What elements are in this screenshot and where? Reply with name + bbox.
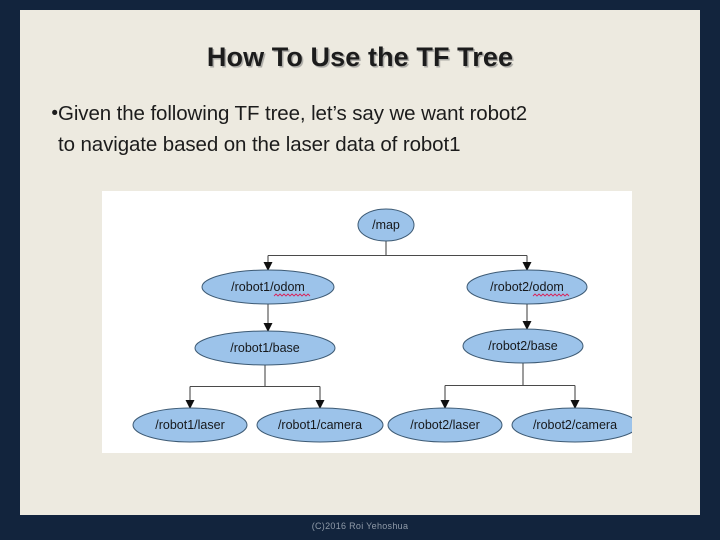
- tf-tree-graph: /map/robot1/odom/robot2/odom/robot1/base…: [132, 208, 632, 443]
- tf-node-ellipse: [357, 208, 415, 242]
- tf-tree-diagram-image: /map/robot1/odom/robot2/odom/robot1/base…: [102, 191, 632, 453]
- tf-node-label: /robot1/camera: [278, 418, 362, 432]
- tf-node-ellipse: [256, 407, 384, 443]
- footer-copyright: (C)2016 Roi Yehoshua: [311, 521, 409, 531]
- edge-arrowhead: [263, 262, 273, 271]
- tf-node-robot2_camera: /robot2/camera: [511, 407, 632, 443]
- node-layer: /map/robot1/odom/robot2/odom/robot1/base…: [132, 208, 632, 443]
- tf-node-label: /robot1/odom: [231, 280, 305, 294]
- edge-arrowhead: [522, 262, 532, 271]
- edge-arrowhead: [570, 400, 580, 409]
- edge-arrowhead: [440, 400, 450, 409]
- tf-node-label: /robot2/base: [488, 339, 558, 353]
- edge-arrowhead: [263, 323, 273, 332]
- tf-node-label: /robot2/odom: [490, 280, 564, 294]
- tf-node-ellipse: [194, 330, 336, 366]
- tf-node-map: /map: [357, 208, 415, 242]
- page-title: How To Use the TF Tree: [206, 42, 514, 72]
- tf-node-label: /map: [372, 218, 400, 232]
- spellcheck-squiggle-icon: [273, 293, 311, 297]
- tf-node-robot2_odom: /robot2/odom: [466, 269, 588, 305]
- slide-content-panel: How To Use the TF Tree • Given the follo…: [20, 10, 700, 515]
- tf-node-label: /robot2/camera: [533, 418, 617, 432]
- tf-node-label: /robot2/laser: [410, 418, 479, 432]
- tf-node-robot2_base: /robot2/base: [462, 328, 584, 364]
- bullet-point-icon: •: [51, 103, 58, 124]
- tf-node-robot1_camera: /robot1/camera: [256, 407, 384, 443]
- edge-arrowhead: [522, 321, 532, 330]
- tf-node-ellipse: [132, 407, 248, 443]
- edge-arrowhead: [185, 400, 195, 409]
- tf-node-ellipse: [511, 407, 632, 443]
- bullet-text-line-2: to navigate based on the laser data of r…: [58, 133, 461, 156]
- tf-node-robot1_laser: /robot1/laser: [132, 407, 248, 443]
- bullet-list: • Given the following TF tree, let’s say…: [28, 98, 720, 160]
- tf-node-label: /robot1/base: [230, 341, 300, 355]
- spellcheck-squiggle-icon: [532, 293, 570, 297]
- edge-arrowhead: [315, 400, 325, 409]
- tf-node-robot1_base: /robot1/base: [194, 330, 336, 366]
- tf-node-ellipse: [462, 328, 584, 364]
- edge-layer: [185, 241, 580, 409]
- tf-node-robot1_odom: /robot1/odom: [201, 269, 335, 305]
- tf-node-ellipse: [387, 407, 503, 443]
- tf-node-label: /robot1/laser: [155, 418, 224, 432]
- list-item: to navigate based on the laser data of r…: [28, 129, 720, 160]
- list-item: • Given the following TF tree, let’s say…: [28, 98, 720, 129]
- tf-node-robot2_laser: /robot2/laser: [387, 407, 503, 443]
- bullet-text-line-1: Given the following TF tree, let’s say w…: [58, 102, 528, 125]
